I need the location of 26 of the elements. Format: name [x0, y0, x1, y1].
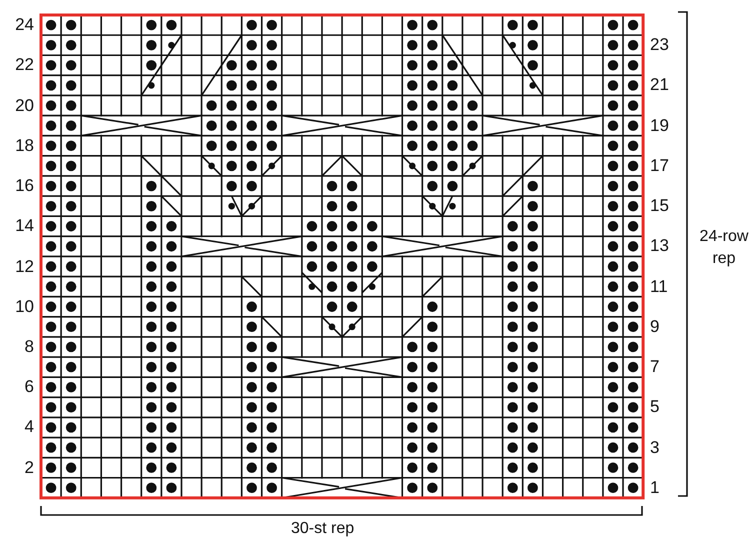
row-number: 15 [650, 195, 669, 218]
row-number: 20 [15, 94, 34, 117]
row-number: 5 [650, 396, 660, 418]
row-number: 9 [650, 316, 660, 338]
row-number: 19 [650, 114, 669, 137]
row-number: 12 [15, 256, 34, 278]
row-number: 13 [650, 235, 669, 258]
row-number: 22 [15, 54, 34, 76]
row-number: 7 [650, 356, 660, 378]
row-number: 16 [15, 175, 34, 198]
row-number: 3 [650, 436, 660, 459]
repeat-label: 24-row rep [698, 227, 750, 269]
row-number: 2 [24, 456, 34, 479]
row-number: 6 [24, 376, 34, 398]
row-number: 21 [650, 74, 669, 96]
row-number: 10 [15, 296, 34, 318]
row-number: 11 [650, 276, 668, 298]
row-number: 1 [650, 476, 660, 499]
row-number: 17 [650, 154, 669, 177]
row-number: 18 [15, 134, 34, 157]
repeat-label: 30-st rep [291, 519, 354, 539]
row-number: 4 [24, 416, 34, 438]
row-number: 24 [15, 14, 34, 36]
row-number: 23 [650, 34, 669, 56]
row-number: 8 [24, 336, 34, 358]
row-number: 14 [15, 215, 34, 238]
